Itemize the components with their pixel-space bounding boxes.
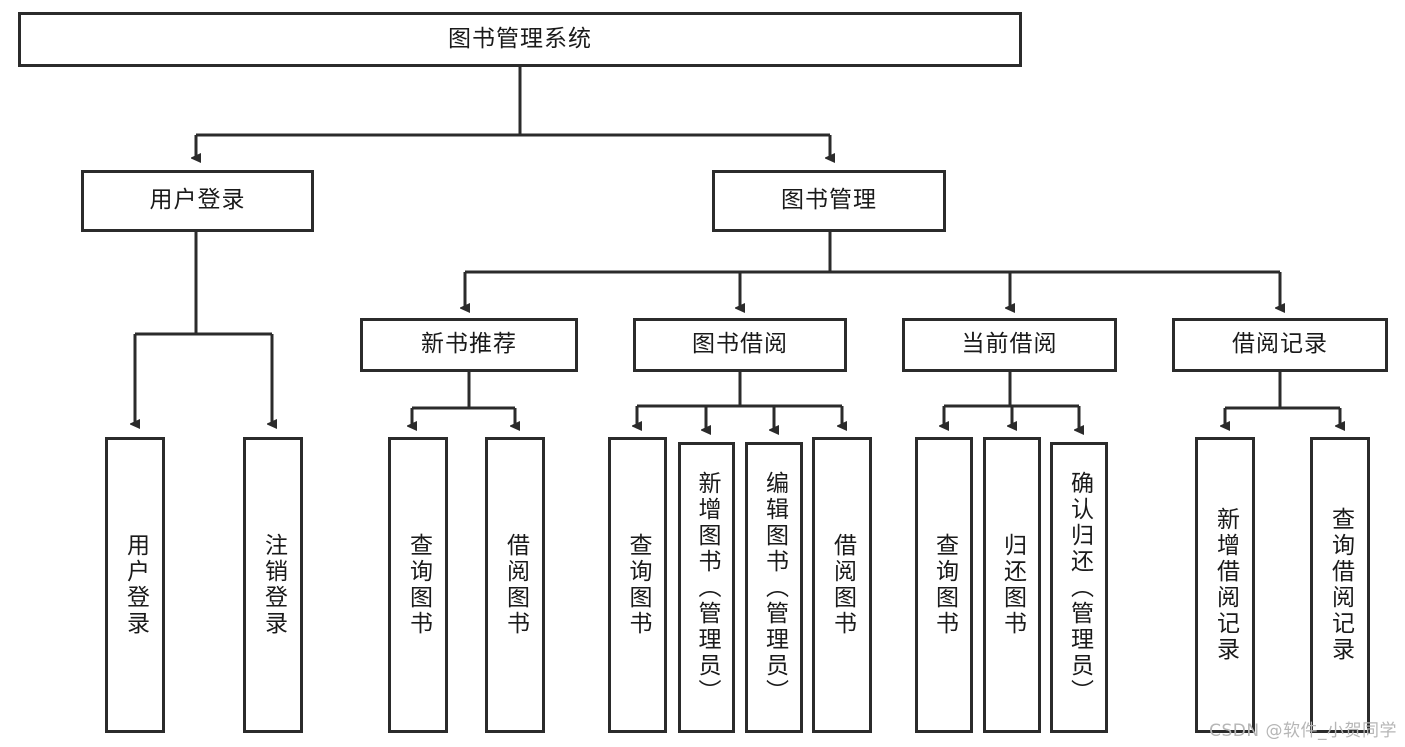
node-borrow-record-label: 借阅记录 (1232, 331, 1328, 358)
node-borrow-record[interactable]: 借阅记录 (1172, 318, 1388, 372)
node-book-manage-label: 图书管理 (781, 187, 877, 214)
node-leaf-query-book-3[interactable]: 查询图书 (915, 437, 973, 733)
node-current-borrow[interactable]: 当前借阅 (902, 318, 1117, 372)
node-leaf-borrow-book-2[interactable]: 借阅图书 (812, 437, 872, 733)
node-leaf-add-record[interactable]: 新增借阅记录 (1195, 437, 1255, 733)
node-leaf-query-book-1[interactable]: 查询图书 (388, 437, 448, 733)
node-leaf-query-book-1-label: 查询图书 (405, 533, 432, 637)
node-leaf-return-book[interactable]: 归还图书 (983, 437, 1041, 733)
node-leaf-borrow-book-1-label: 借阅图书 (502, 533, 529, 637)
node-leaf-query-book-3-label: 查询图书 (931, 533, 958, 637)
node-leaf-return-book-label: 归还图书 (999, 533, 1026, 637)
node-leaf-query-record[interactable]: 查询借阅记录 (1310, 437, 1370, 733)
node-leaf-confirm-return-label: 确认归还（管理员） (1066, 470, 1093, 705)
node-leaf-user-logout-label: 注销登录 (260, 533, 287, 637)
node-leaf-borrow-book-1[interactable]: 借阅图书 (485, 437, 545, 733)
node-leaf-query-record-label: 查询借阅记录 (1327, 507, 1354, 663)
node-leaf-query-book-2-label: 查询图书 (625, 533, 652, 637)
node-book-borrow[interactable]: 图书借阅 (633, 318, 847, 372)
node-current-borrow-label: 当前借阅 (961, 331, 1058, 358)
node-new-book-rec-label: 新书推荐 (421, 331, 517, 358)
node-user-login[interactable]: 用户登录 (81, 170, 314, 232)
node-leaf-edit-book[interactable]: 编辑图书（管理员） (745, 442, 803, 733)
node-root[interactable]: 图书管理系统 (18, 12, 1022, 67)
node-leaf-add-record-label: 新增借阅记录 (1212, 507, 1239, 663)
node-book-borrow-label: 图书借阅 (692, 331, 788, 358)
node-leaf-borrow-book-2-label: 借阅图书 (829, 533, 856, 637)
node-book-manage[interactable]: 图书管理 (712, 170, 946, 232)
node-leaf-user-login-label: 用户登录 (122, 533, 149, 637)
watermark: CSDN @软件_小贺同学 (1209, 721, 1397, 741)
node-leaf-add-book[interactable]: 新增图书（管理员） (678, 442, 735, 733)
node-user-login-label: 用户登录 (149, 187, 246, 214)
node-root-label: 图书管理系统 (448, 25, 592, 52)
node-leaf-confirm-return[interactable]: 确认归还（管理员） (1050, 442, 1108, 733)
node-leaf-user-login[interactable]: 用户登录 (105, 437, 165, 733)
node-leaf-user-logout[interactable]: 注销登录 (243, 437, 303, 733)
node-leaf-edit-book-label: 编辑图书（管理员） (761, 470, 788, 705)
node-leaf-add-book-label: 新增图书（管理员） (694, 470, 721, 705)
node-new-book-rec[interactable]: 新书推荐 (360, 318, 578, 372)
node-leaf-query-book-2[interactable]: 查询图书 (608, 437, 667, 733)
